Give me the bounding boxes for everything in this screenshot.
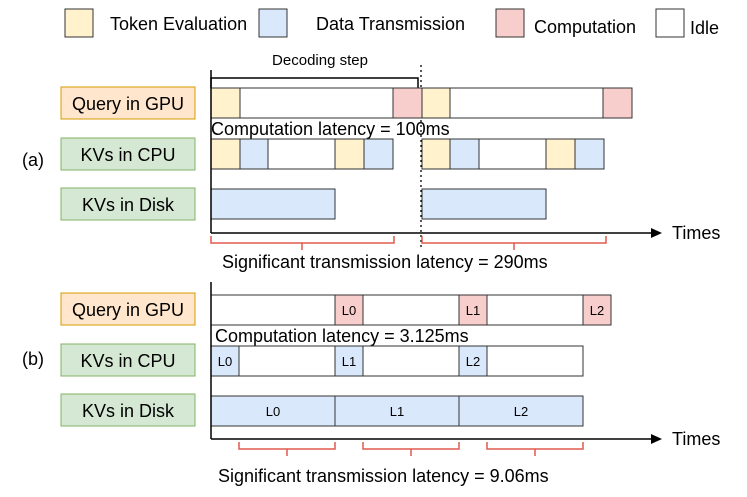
b-gpu-comp-l0-label: L0 bbox=[342, 303, 356, 318]
a-computation-latency: Computation latency = 100ms bbox=[211, 119, 450, 139]
a-gpu-idle-2 bbox=[449, 87, 604, 119]
a-axis-times: Times bbox=[672, 223, 720, 243]
a-gpu-comp-1 bbox=[392, 87, 423, 119]
b-gpu-idle-1 bbox=[210, 294, 336, 326]
b-row-label-cpu: KVs in CPU bbox=[80, 351, 175, 371]
b-gpu-comp-l0 bbox=[334, 294, 364, 326]
a-row-label-disk: KVs in Disk bbox=[82, 195, 175, 215]
panel-b-tag: (b) bbox=[22, 349, 44, 369]
b-axis-arrow-icon bbox=[651, 434, 662, 444]
b-gpu-comp-l1 bbox=[458, 294, 488, 326]
b-gpu-comp-l2 bbox=[582, 294, 612, 326]
a-decoding-bracket bbox=[210, 77, 419, 88]
a-cpu-data-4 bbox=[574, 138, 605, 170]
a-cpu-data-2 bbox=[363, 138, 394, 170]
b-axis-times: Times bbox=[672, 429, 720, 449]
panel-b: (b) Query in GPU KVs in CPU KVs in Disk … bbox=[22, 282, 720, 486]
b-trans-bracket-1 bbox=[238, 442, 336, 456]
a-cpu-token-4 bbox=[545, 138, 576, 170]
b-row-label-gpu: Query in GPU bbox=[72, 300, 184, 320]
a-gpu-token-2 bbox=[421, 87, 451, 119]
a-cpu-idle-2 bbox=[478, 138, 547, 170]
a-disk-data-2 bbox=[421, 188, 547, 220]
b-row-label-gpu-box bbox=[60, 292, 196, 326]
b-computation-latency: Computation latency = 3.125ms bbox=[215, 326, 469, 346]
a-row-label-cpu: KVs in CPU bbox=[80, 145, 175, 165]
b-trans-bracket-3 bbox=[486, 442, 584, 456]
legend-token-swatch bbox=[64, 8, 94, 38]
b-disk-data-l2 bbox=[458, 395, 584, 427]
a-cpu-data-1 bbox=[239, 138, 269, 170]
legend-idle-swatch bbox=[655, 8, 685, 38]
b-cpu-data-l0-label: L0 bbox=[218, 354, 232, 369]
a-axis-arrow-icon bbox=[651, 228, 662, 238]
b-gpu-comp-l1-label: L1 bbox=[466, 303, 480, 318]
b-row-label-disk-box bbox=[60, 393, 196, 427]
legend-idle-label: Idle bbox=[690, 18, 719, 38]
b-gpu-comp-l2-label: L2 bbox=[590, 303, 604, 318]
legend-token-label: Token Evaluation bbox=[110, 14, 247, 34]
a-decoding-label: Decoding step bbox=[272, 52, 368, 69]
b-gpu-idle-2 bbox=[362, 294, 460, 326]
b-cpu-idle-1 bbox=[238, 345, 336, 377]
a-cpu-data-3 bbox=[449, 138, 480, 170]
a-gpu-idle-1 bbox=[239, 87, 394, 119]
a-cpu-idle-1 bbox=[267, 138, 336, 170]
legend: Token Evaluation Data Transmission Compu… bbox=[64, 8, 719, 38]
legend-data-swatch bbox=[258, 8, 288, 38]
a-row-label-disk-box bbox=[60, 187, 196, 221]
a-transmission-latency: Significant transmission latency = 290ms bbox=[222, 252, 548, 272]
legend-data-label: Data Transmission bbox=[316, 14, 465, 34]
b-transmission-latency: Significant transmission latency = 9.06m… bbox=[218, 466, 549, 486]
b-trans-bracket-2 bbox=[362, 442, 460, 456]
b-cpu-idle-2 bbox=[362, 345, 460, 377]
a-trans-bracket-2 bbox=[421, 236, 607, 250]
legend-comp-swatch bbox=[495, 8, 525, 38]
a-cpu-token-3 bbox=[421, 138, 451, 170]
a-row-label-gpu: Query in GPU bbox=[72, 94, 184, 114]
a-cpu-token-2 bbox=[334, 138, 365, 170]
legend-comp-label: Computation bbox=[534, 17, 636, 37]
panel-a: (a) Query in GPU KVs in CPU KVs in Disk … bbox=[22, 52, 720, 272]
b-cpu-data-l2-label: L2 bbox=[466, 354, 480, 369]
b-cpu-data-l1 bbox=[334, 345, 364, 377]
b-disk-data-l2-label: L2 bbox=[514, 404, 528, 419]
b-disk-data-l1 bbox=[334, 395, 460, 427]
panel-a-tag: (a) bbox=[22, 150, 44, 170]
b-disk-data-l1-label: L1 bbox=[390, 404, 404, 419]
a-row-label-gpu-box bbox=[60, 86, 196, 120]
a-disk-data-1 bbox=[210, 188, 336, 220]
b-cpu-idle-3 bbox=[486, 345, 584, 377]
a-gpu-comp-2 bbox=[602, 87, 633, 119]
a-trans-bracket-1 bbox=[210, 236, 395, 250]
b-row-label-cpu-box bbox=[60, 343, 196, 377]
a-cpu-token-1 bbox=[210, 138, 241, 170]
a-row-label-cpu-box bbox=[60, 137, 196, 171]
b-row-label-disk: KVs in Disk bbox=[82, 401, 175, 421]
b-cpu-data-l1-label: L1 bbox=[342, 354, 356, 369]
b-gpu-idle-3 bbox=[486, 294, 584, 326]
b-disk-data-l0-label: L0 bbox=[266, 404, 280, 419]
a-gpu-token-1 bbox=[210, 87, 241, 119]
